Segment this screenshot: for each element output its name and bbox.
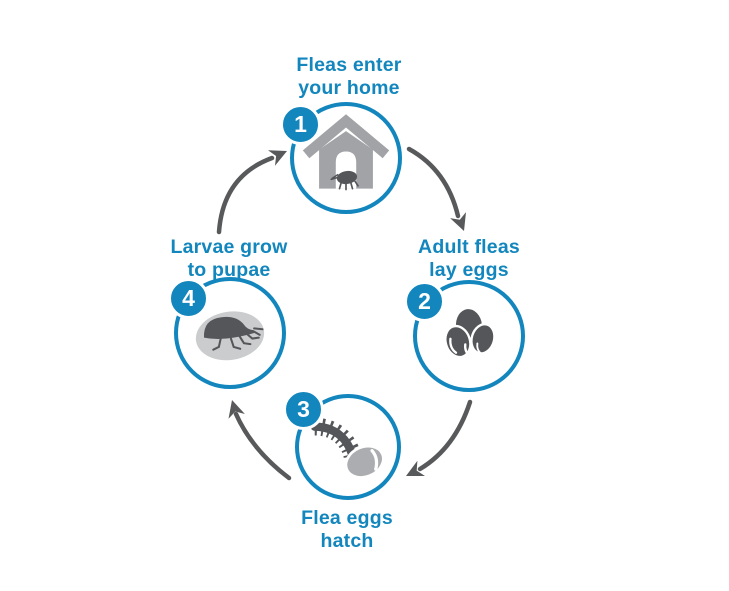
step2-label: Adult fleas lay eggs [418, 236, 520, 281]
arrow-step2-to-step3 [406, 399, 473, 476]
step2-number-badge: 2 [404, 281, 445, 322]
arrow-step3-to-step4 [228, 400, 292, 481]
step3-number-badge: 3 [283, 389, 324, 430]
step4-label: Larvae grow to pupae [170, 236, 288, 281]
flea-eggs-icon [444, 309, 496, 359]
arrow-step1-to-step2 [406, 146, 466, 231]
arrow-step4-to-step1 [216, 150, 287, 235]
flea-pupa-icon [195, 311, 265, 361]
step1-label: Fleas enter your home [296, 54, 402, 99]
flea-silhouette [330, 170, 359, 191]
larva-hatching-icon [310, 417, 385, 479]
step4-number-badge: 4 [168, 278, 209, 319]
flea-legs [212, 327, 264, 351]
step3-label: Flea eggs hatch [301, 507, 393, 552]
step1-number-badge: 1 [280, 104, 321, 145]
house-with-flea-icon [302, 114, 390, 191]
